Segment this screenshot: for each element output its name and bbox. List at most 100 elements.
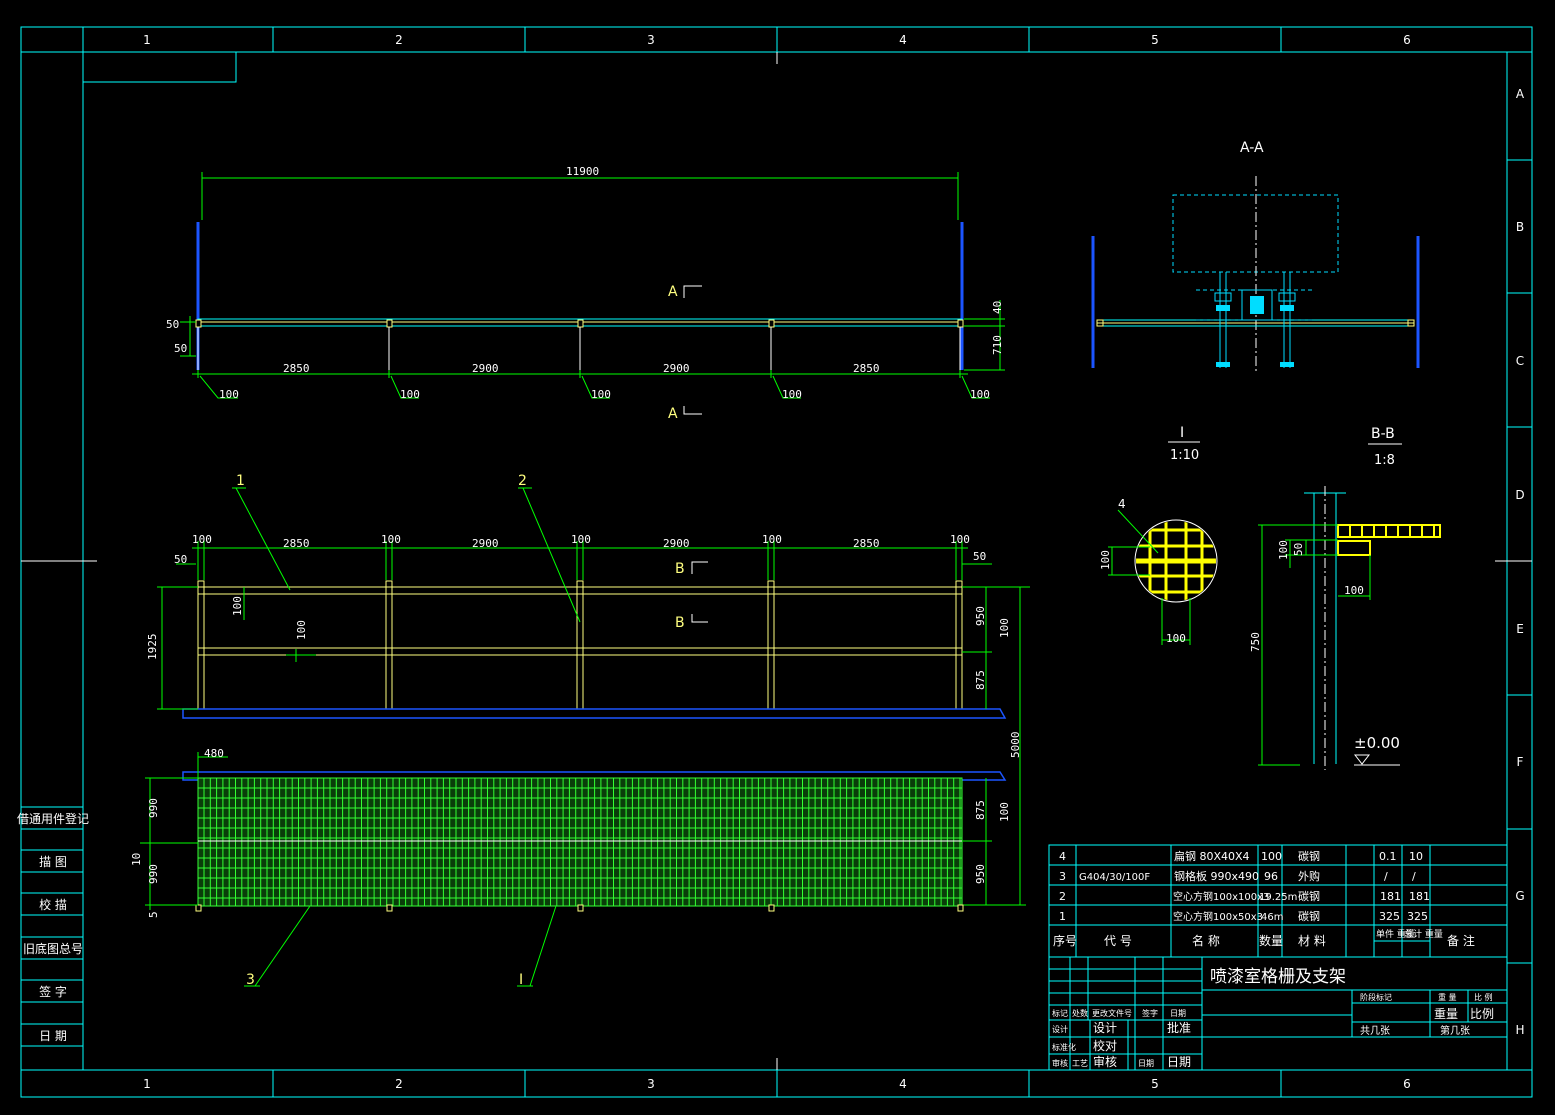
dim-post: 100 [219,388,239,401]
dim-left: 50 [166,318,179,331]
svg-text:比例: 比例 [1470,1007,1494,1021]
centering-marks [21,52,1532,1070]
detail-scale: 1:10 [1170,448,1199,463]
svg-text:/: / [1384,870,1388,883]
bom-header: 材 料 [1298,934,1326,948]
leader-label: 2 [518,473,527,489]
svg-text:碳钢: 碳钢 [1298,889,1320,903]
top-view: 11900 2850 2900 2900 2850 100 100 100 10… [166,165,1005,422]
left-strip: 借通用件登记 描 图 校 描 旧底图总号 签 字 日 期 [17,806,89,1071]
svg-text:比 例: 比 例 [1474,992,1493,1002]
dim-rail-gap: 100 [231,596,244,616]
dim-plan-right: 950 [974,864,987,884]
svg-text:钢格板 990x490: 钢格板 990x490 [1174,869,1259,883]
svg-text:0.1: 0.1 [1379,850,1397,863]
dim-plan-left: 990 [147,798,160,818]
section-marker-b: B [675,561,685,577]
role-label: 审核 [1093,1054,1117,1069]
dim-right-small: 100 [998,618,1011,638]
svg-text:碳钢: 碳钢 [1298,909,1320,923]
svg-text:更改文件号: 更改文件号 [1092,1008,1132,1018]
svg-text:共几张: 共几张 [1360,1025,1390,1037]
col-label: 3 [647,33,655,47]
bom-table: 4 扁钢 80X40X4 100 碳钢 0.1 10 3 G404/30/100… [1048,844,1508,958]
svg-text:审核: 审核 [1052,1058,1068,1068]
section-aa: A-A [1091,140,1420,372]
level-mark: ±0.00 [1354,734,1400,752]
col-label: 5 [1151,1077,1159,1091]
svg-text:181: 181 [1380,890,1401,903]
row-label: D [1515,488,1524,502]
svg-text:/: / [1412,870,1416,883]
section-title: A-A [1240,140,1264,156]
dim-post: 100 [782,388,802,401]
svg-text:碳钢: 碳钢 [1298,849,1320,863]
front-base [182,708,1007,719]
strip-label: 日 期 [39,1029,67,1043]
svg-text:签字: 签字 [1142,1008,1158,1018]
svg-text:1: 1 [1059,910,1066,923]
section-marker-b: B [675,615,685,631]
svg-text:工艺: 工艺 [1072,1059,1088,1068]
svg-text:空心方钢100x50x3: 空心方钢100x50x3 [1173,910,1263,923]
row-label: B [1516,220,1524,234]
strip-label: 签 字 [39,984,67,999]
svg-text:181: 181 [1409,890,1430,903]
strip-label: 旧底图总号 [23,941,83,956]
svg-text:处数: 处数 [1072,1008,1088,1018]
svg-text:325: 325 [1379,910,1400,923]
row-label: E [1516,622,1524,636]
row-label: A [1516,87,1525,101]
svg-text:阶段标记: 阶段标记 [1360,992,1392,1002]
plan-base [182,771,1007,781]
svg-text:日期: 日期 [1170,1009,1186,1018]
dim-plan-left: 5 [147,911,160,918]
detail-dim: 100 [1166,632,1186,645]
bom-header: 总计 重量 [1404,928,1443,940]
leader-label: 1 [236,473,245,489]
bb-dim: 100 [1277,540,1290,560]
drawing-title: 喷漆室格栅及支架 [1210,967,1346,987]
strip-label: 校 描 [39,897,67,912]
detail-i: I 1:10 4 100 100 [1099,425,1218,645]
leader-label: I [519,972,523,988]
section-bb: B-B 1:8 [1249,426,1441,770]
svg-text:空心方钢100x100x3: 空心方钢100x100x3 [1173,890,1269,903]
dim-span: 2850 [853,362,880,375]
front-view: 100 2850 100 2900 100 2900 100 2850 100 … [146,473,1030,906]
title-block: 喷漆室格栅及支架 标记 处数 更改文件号 签字 日期 设计 标准化 审核 工艺 … [1048,956,1508,1071]
svg-text:4: 4 [1059,850,1066,863]
strip-label: 描 图 [39,855,67,869]
svg-text:标准化: 标准化 [1052,1042,1076,1052]
row-labels: A B C D E F G H [1515,87,1525,1037]
svg-text:第几张: 第几张 [1440,1024,1470,1037]
col-label: 2 [395,33,403,47]
dim-top: 100 [762,533,782,546]
dim-plan-top: 480 [204,747,224,760]
svg-text:100: 100 [1261,850,1282,863]
bom-header: 单件 重量 [1376,928,1415,940]
row-label: C [1516,354,1524,368]
detail-dim: 100 [1099,550,1112,570]
svg-text:46m: 46m [1261,912,1283,923]
svg-text:325: 325 [1407,910,1428,923]
section-title: B-B [1371,426,1395,442]
column-labels: 1 2 3 4 5 6 1 2 3 4 5 6 [143,33,1411,1091]
dim-plan-left: 990 [147,864,160,884]
leader-label: 3 [246,972,255,988]
dim-top: 100 [950,533,970,546]
svg-text:标记: 标记 [1052,1008,1068,1018]
col-label: 4 [899,1077,907,1091]
bom-header: 数量 [1259,933,1283,948]
dim-post: 100 [591,388,611,401]
svg-text:19.25m: 19.25m [1259,892,1297,903]
col-label: 4 [899,33,907,47]
bb-dim: 750 [1249,632,1262,652]
dim-top: 2900 [472,537,499,550]
section-scale: 1:8 [1374,453,1395,468]
col-label: 1 [143,33,151,47]
dim-span: 2850 [283,362,310,375]
role-label: 校对 [1093,1038,1117,1053]
svg-text:A: A [668,284,678,300]
bom-header: 代 号 [1104,934,1132,948]
